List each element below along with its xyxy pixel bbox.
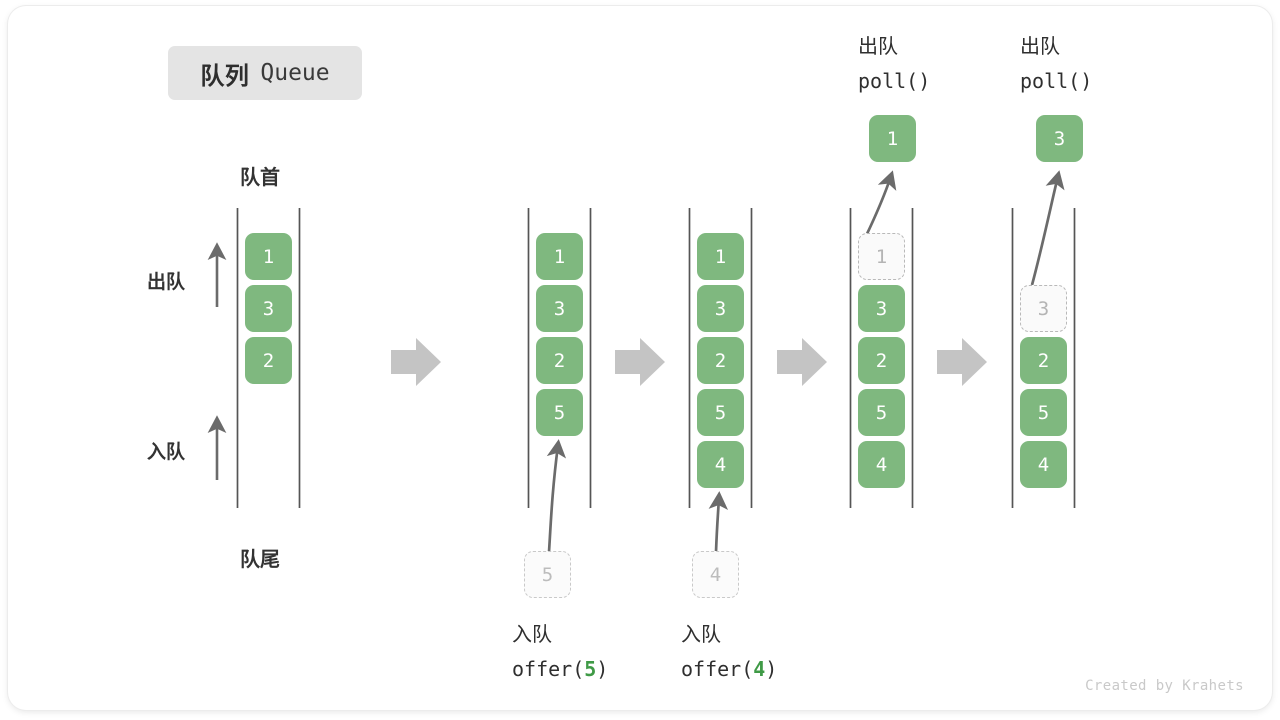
queue-cell[interactable]: 5 [697, 389, 744, 436]
offer-5-caption-cn: 入队 [512, 624, 552, 646]
queue-cell-new[interactable]: 4 [697, 441, 744, 488]
dequeue-label: 出队 [147, 272, 186, 293]
queue-cell[interactable]: 1 [697, 233, 744, 280]
flow-arrow-4 [937, 338, 987, 386]
queue-cell[interactable]: 5 [1020, 389, 1067, 436]
offer-4-caption: 入队 offer(4) [681, 618, 777, 687]
queue-cell[interactable]: 3 [536, 285, 583, 332]
queue-rails-3 [688, 208, 753, 508]
poll-1-caption-code: poll() [858, 69, 931, 93]
queue-cell[interactable]: 2 [858, 337, 905, 384]
flow-arrow-1 [391, 338, 441, 386]
title-en: Queue [260, 60, 330, 86]
queue-cell-removed[interactable]: 3 [1020, 285, 1067, 332]
extracted-element-3[interactable]: 3 [1036, 115, 1083, 162]
title-badge: 队列 Queue [168, 46, 362, 100]
extracted-element-1[interactable]: 1 [869, 115, 916, 162]
poll-3-caption: 出队 poll() [1020, 30, 1092, 98]
offer-5-arrow [546, 439, 567, 553]
poll-3-arrow [1030, 170, 1065, 286]
poll-3-caption-cn: 出队 [1020, 36, 1060, 58]
queue-cell-new[interactable]: 5 [536, 389, 583, 436]
queue-head-label: 队首 [240, 167, 280, 189]
offer-5-arg: 5 [584, 657, 597, 681]
queue-cell[interactable]: 4 [1020, 441, 1067, 488]
poll-3-caption-code: poll() [1020, 69, 1093, 93]
poll-1-caption: 出队 poll() [858, 30, 930, 98]
offer-4-arg: 4 [753, 657, 766, 681]
queue-cell[interactable]: 2 [536, 337, 583, 384]
queue-cell[interactable]: 3 [697, 285, 744, 332]
watermark: Created by Krahets [1085, 678, 1244, 694]
queue-rails-1 [236, 208, 301, 508]
title-cn: 队列 [200, 62, 250, 90]
queue-tail-label: 队尾 [240, 549, 280, 571]
queue-rails-4 [849, 208, 914, 508]
queue-cell[interactable]: 1 [536, 233, 583, 280]
queue-cell[interactable]: 2 [1020, 337, 1067, 384]
flow-arrow-3 [777, 338, 827, 386]
offer-4-arrow [708, 491, 729, 553]
queue-rails-5 [1011, 208, 1076, 508]
incoming-element-5[interactable]: 5 [524, 551, 571, 598]
offer-5-caption-code: offer(5) [512, 657, 609, 681]
queue-cell[interactable]: 2 [697, 337, 744, 384]
queue-cell[interactable]: 4 [858, 441, 905, 488]
queue-rails-2 [527, 208, 592, 508]
poll-1-arrow [864, 170, 897, 237]
flow-arrow-2 [615, 338, 665, 386]
enqueue-label: 入队 [147, 442, 186, 463]
queue-cell[interactable]: 2 [245, 337, 292, 384]
queue-cell[interactable]: 3 [858, 285, 905, 332]
offer-4-caption-cn: 入队 [681, 624, 721, 646]
offer-5-caption: 入队 offer(5) [512, 618, 608, 687]
offer-4-caption-code: offer(4) [681, 657, 778, 681]
incoming-element-4[interactable]: 4 [692, 551, 739, 598]
queue-cell[interactable]: 3 [245, 285, 292, 332]
queue-cell[interactable]: 1 [245, 233, 292, 280]
queue-cell-removed[interactable]: 1 [858, 233, 905, 280]
poll-1-caption-cn: 出队 [858, 36, 898, 58]
queue-cell[interactable]: 5 [858, 389, 905, 436]
